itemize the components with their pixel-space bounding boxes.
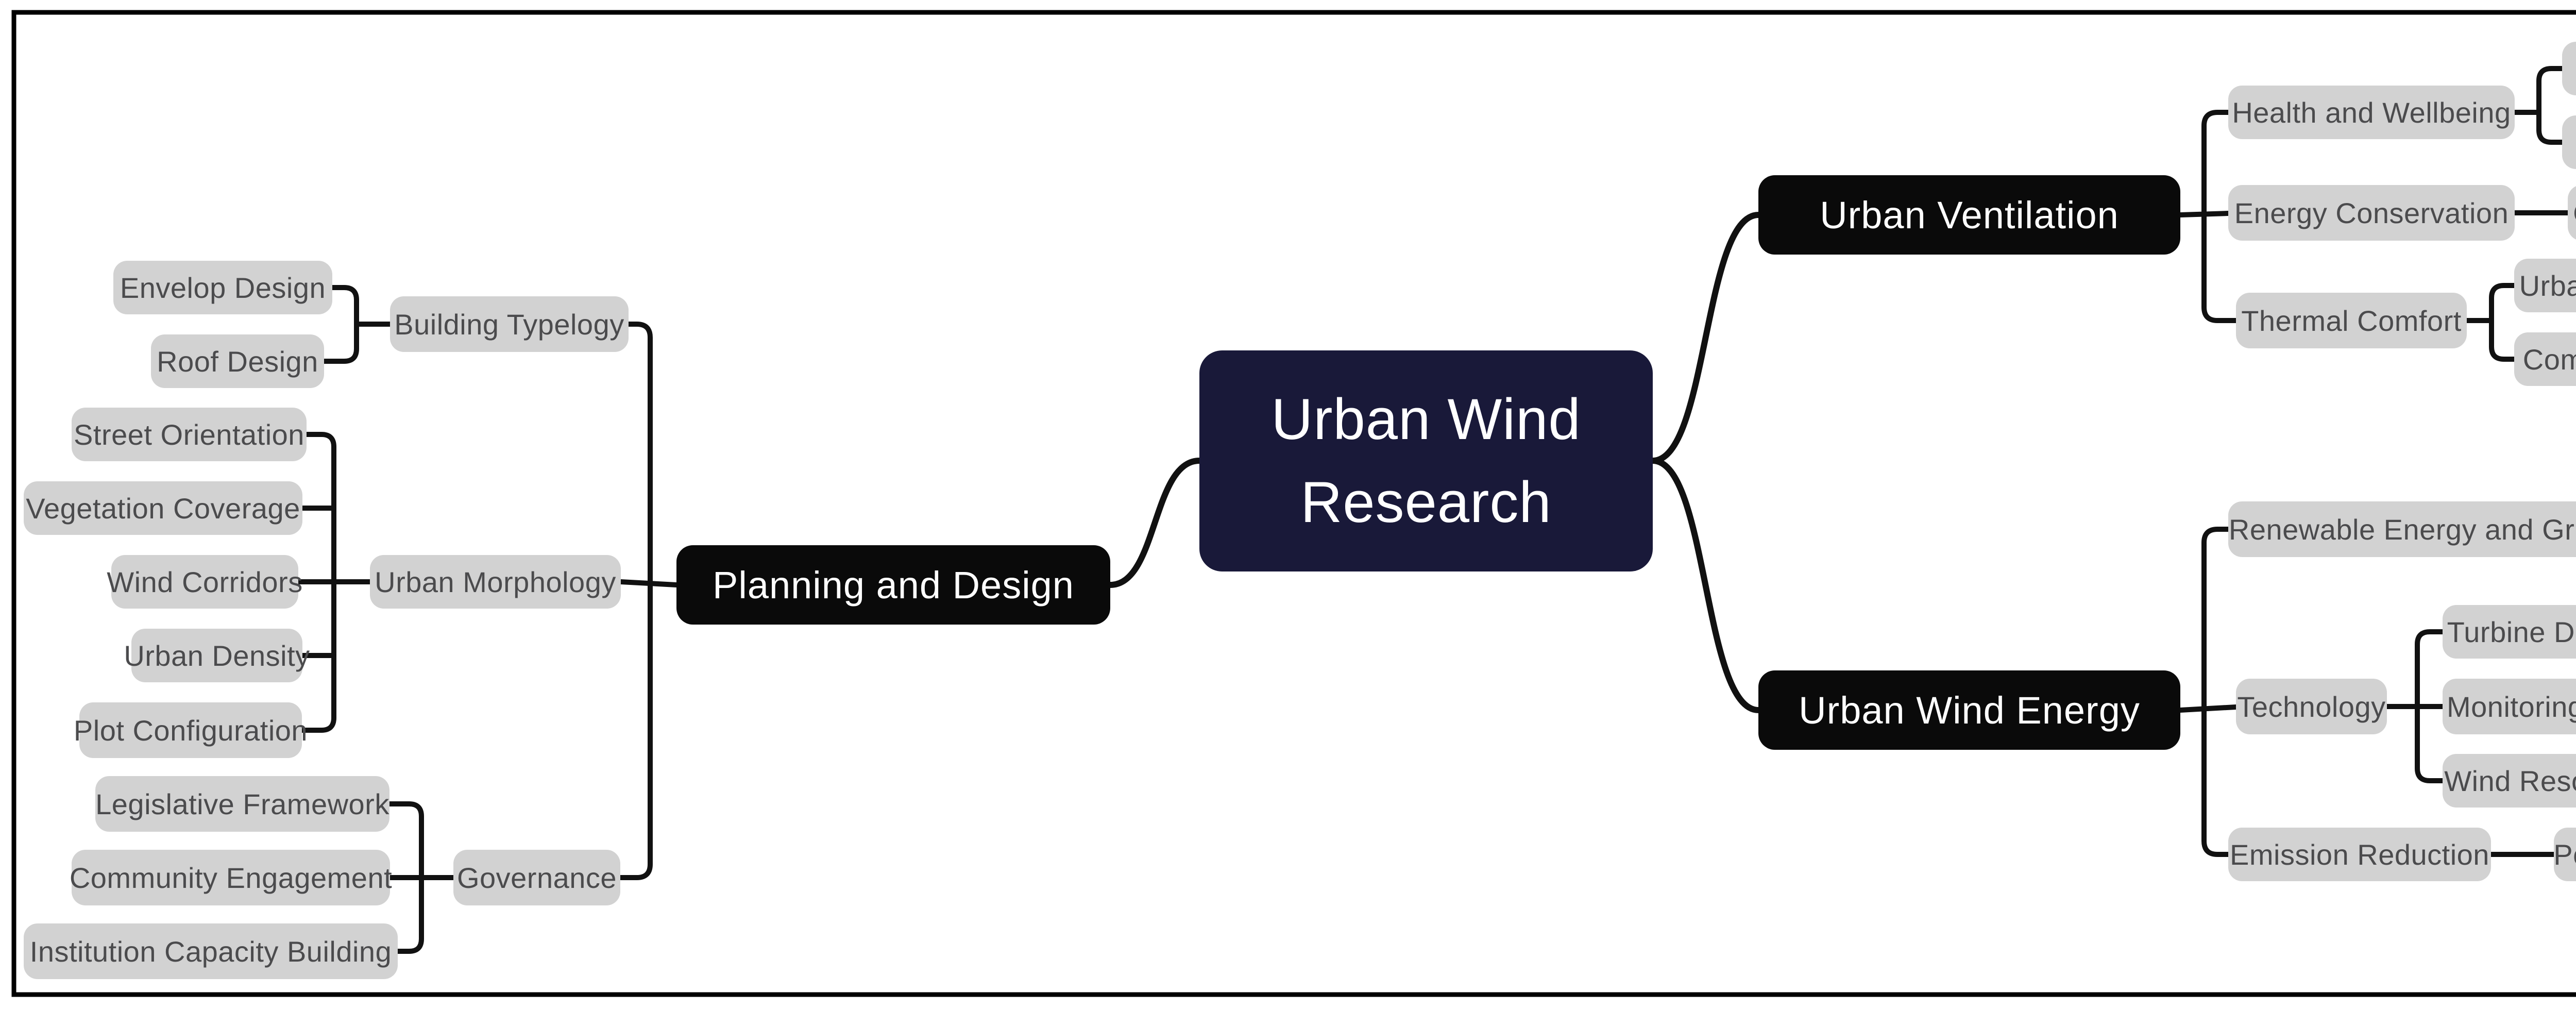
node-urban-wind-research[interactable]: Urban Wind Research: [1199, 350, 1653, 571]
node-renewable-energy-grid-integration[interactable]: Renewable Energy and Grid Integration: [2228, 501, 2576, 557]
bracket-planning-children: [618, 322, 653, 880]
node-community-engagement[interactable]: Community Engagement: [70, 850, 392, 905]
node-urban-morphology[interactable]: Urban Morphology: [370, 555, 621, 609]
node-roof-design[interactable]: Roof Design: [151, 334, 324, 388]
node-turbine-design[interactable]: Turbine Design: [2443, 605, 2576, 659]
node-health-and-wellbeing[interactable]: Health and Wellbeing: [2228, 86, 2515, 139]
bracket-urban-wind-energy-children: [2201, 527, 2231, 857]
node-urban-ventilation[interactable]: Urban Ventilation: [1758, 175, 2180, 255]
node-thermal-comfort[interactable]: Thermal Comfort: [2236, 293, 2467, 348]
outer-frame: [11, 10, 2576, 997]
node-occupant-behaviour[interactable]: Occupant Behaviour: [2568, 185, 2576, 241]
node-emission-reduction[interactable]: Emission Reduction: [2228, 828, 2491, 881]
node-urban-wind-energy[interactable]: Urban Wind Energy: [1758, 670, 2180, 750]
node-vegetation-coverage[interactable]: Vegetation Coverage: [24, 481, 302, 535]
node-wind-corridors[interactable]: Wind Corridors: [107, 555, 302, 609]
node-envelop-design[interactable]: Envelop Design: [113, 261, 332, 314]
link-root-urban-wind-energy: [1650, 458, 1761, 713]
bracket-technology-children: [2415, 629, 2445, 783]
node-technology[interactable]: Technology: [2236, 679, 2387, 734]
bracket-thermal-comfort-children: [2489, 283, 2517, 362]
node-institution-capacity-building[interactable]: Institution Capacity Building: [24, 923, 398, 979]
link-root-planning-and-design: [1107, 458, 1202, 588]
node-monitoring-sensor[interactable]: Monitoring Sensor: [2443, 679, 2576, 734]
node-plot-configuration[interactable]: Plot Configuration: [74, 702, 308, 758]
node-positive-energy-net-zero[interactable]: Positive Energy/Net Zero: [2553, 828, 2576, 881]
bracket-building-typelogy-children: [321, 285, 359, 364]
node-urban-heat-island[interactable]: Urban Heat Island: [2514, 259, 2576, 312]
node-comfort-perception[interactable]: Comfort Perception: [2514, 332, 2576, 386]
node-energy-conservation[interactable]: Energy Conservation: [2228, 185, 2515, 241]
node-urban-breathability[interactable]: Urban Breathability: [2562, 115, 2576, 169]
node-planning-and-design[interactable]: Planning and Design: [676, 545, 1110, 625]
node-pollutant-dispersion[interactable]: Pollutant Dispersion: [2562, 42, 2576, 95]
bracket-health-wellbeing-children: [2536, 66, 2565, 145]
link-root-urban-ventilation: [1650, 212, 1761, 464]
node-building-typelogy[interactable]: Building Typelogy: [390, 296, 629, 352]
node-urban-density[interactable]: Urban Density: [124, 629, 310, 682]
node-wind-resource-forecasting[interactable]: Wind Resource Forecasting: [2443, 754, 2576, 808]
node-governance[interactable]: Governance: [453, 850, 620, 905]
node-legislative-framework[interactable]: Legislative Framework: [95, 776, 389, 832]
node-street-orientation[interactable]: Street Orientation: [72, 408, 307, 461]
bracket-governance-children: [387, 801, 424, 954]
link-urban-wind-energy-technology: [2178, 704, 2239, 713]
bracket-urban-morphology-children: [299, 432, 336, 733]
bracket-urban-ventilation-children: [2201, 110, 2239, 323]
